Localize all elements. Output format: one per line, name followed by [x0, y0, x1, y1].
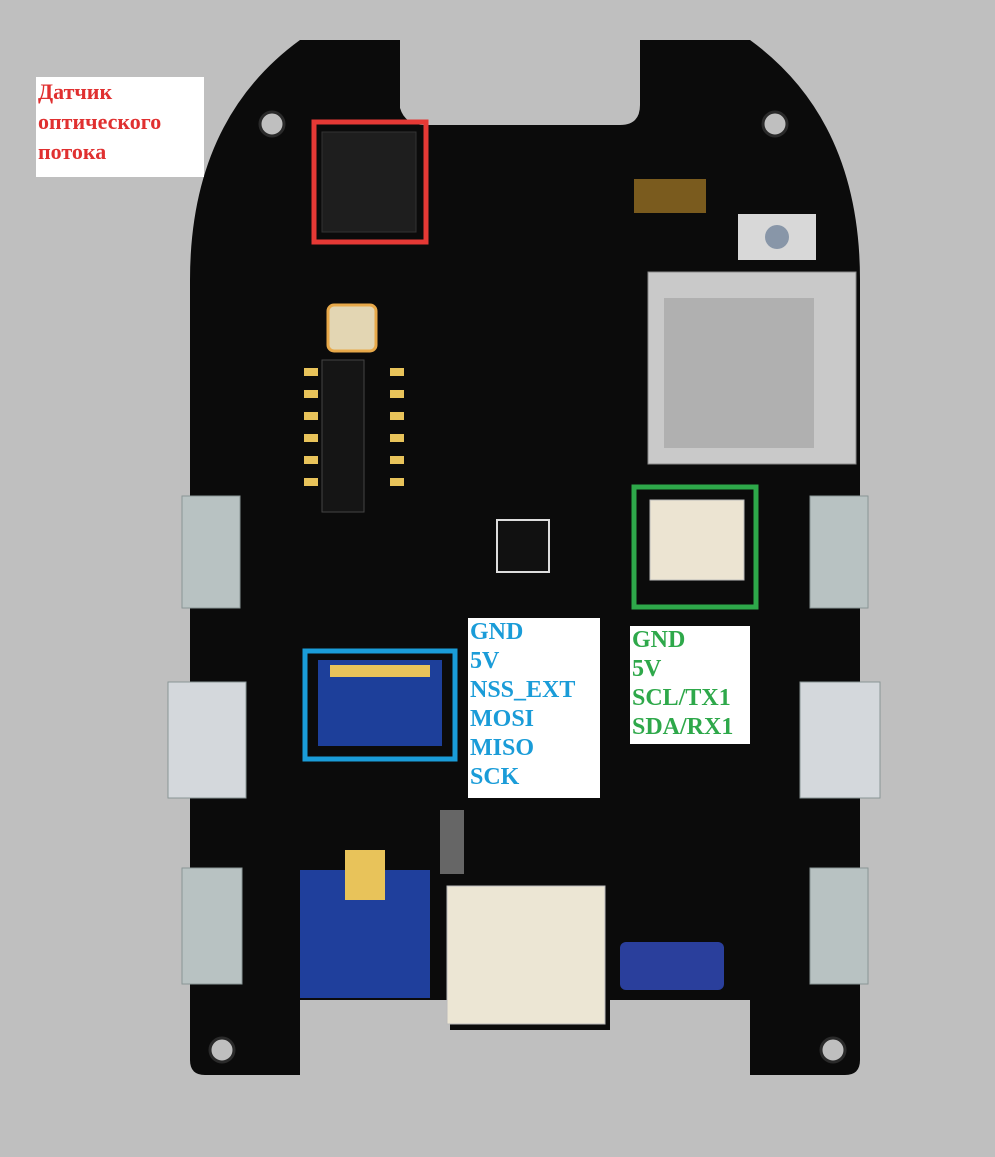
optical-flow-label-line: оптического: [38, 109, 162, 134]
optical-flow-label-line: Датчик: [38, 79, 113, 104]
optical-flow-label-line: потока: [38, 139, 107, 164]
ic-chip: [321, 359, 365, 513]
optical-flow-chip: [321, 131, 417, 233]
white-connector: [446, 885, 606, 1025]
side-connectors: [167, 495, 881, 985]
optical-flow-highlight: [311, 119, 429, 245]
mcu-chip: [496, 519, 550, 573]
spi-pin: MISO: [470, 735, 535, 761]
i2c-uart-pin: SCL/TX1: [632, 685, 731, 711]
optical-flow-label: Датчик оптического потока: [36, 77, 204, 177]
spi-pin: GND: [470, 619, 524, 645]
mounting-holes: [208, 110, 847, 1064]
i2c-uart-connector: [649, 499, 745, 581]
i2c-uart-highlight: [631, 484, 759, 610]
spi-pin: 5V: [470, 648, 500, 674]
i2c-uart-pin: 5V: [632, 656, 662, 682]
crystal: [326, 303, 378, 353]
i2c-uart-pin-label: GND 5V SCL/TX1 SDA/RX1: [630, 626, 750, 744]
usb-connector: [620, 942, 724, 990]
diode: [440, 810, 464, 874]
i2c-uart-pin: SDA/RX1: [632, 714, 734, 740]
ic-pins: [304, 368, 404, 486]
spi-pin: NSS_EXT: [470, 677, 576, 703]
spi-pin-label: GND 5V NSS_EXT MOSI MISO SCK: [468, 618, 600, 798]
spi-pin: SCK: [470, 764, 520, 790]
spi-pin: MOSI: [470, 706, 535, 732]
i2c-uart-pin: GND: [632, 627, 686, 653]
capacitor: [634, 179, 706, 213]
spi-highlight: [302, 648, 458, 762]
